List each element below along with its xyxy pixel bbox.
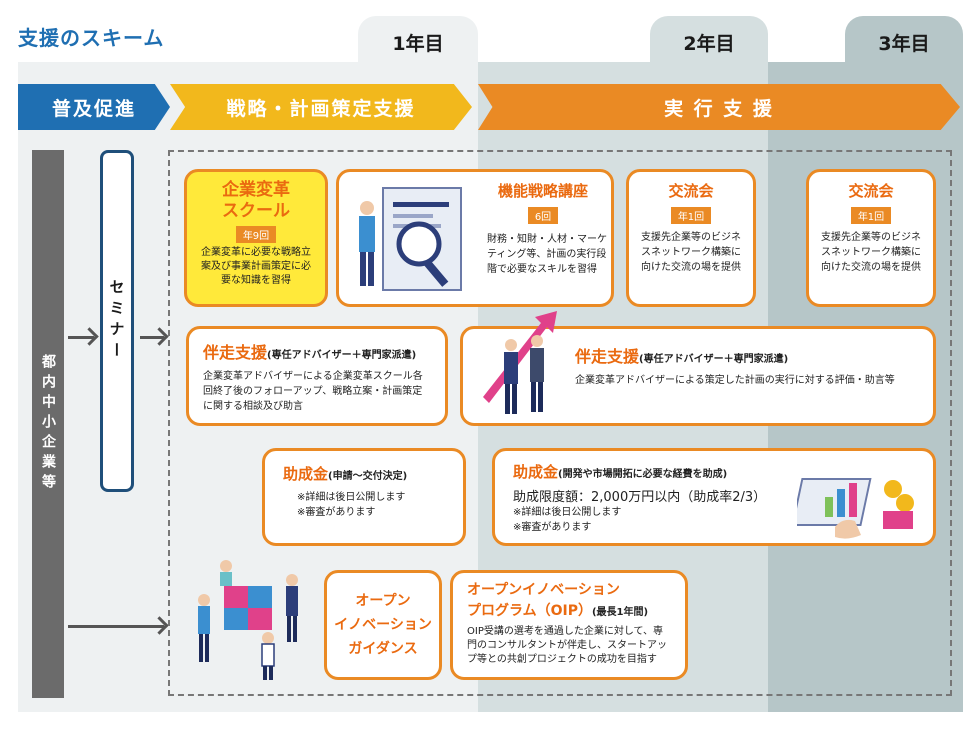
accompany-year1-sub: (専任アドバイザー＋専門家派遣) [267,350,417,361]
growth-illustration-icon [483,311,557,414]
year3-tab: 3年目 [845,16,963,64]
year2-label: 2年目 [683,32,735,55]
oip-sub: (最長1年間) [591,607,649,618]
grant-year1-sub: (申請～交付決定) [328,471,408,482]
oip-desc: OIP受講の選考を通過した企業に対して、専門のコンサルタントが伴走し、スタートア… [467,626,667,665]
oip-title-line2: プログラム（OIP） [467,603,592,619]
school-desc: 企業変革に必要な戦略立案及び事業計画策定に必要な知識を習得 [201,247,311,286]
arrow-to-seminar [68,336,94,339]
grant-year1-note1: ※詳細は後日公開します [297,492,406,503]
phase-execution: 実 行 支 援 [478,84,960,130]
course-desc: 財務・知財・人材・マーケティング等、計画の実行段階で必要なスキルを習得 [487,234,607,275]
seminar-label: セミナー [107,279,126,363]
arrow-to-open-innovation [68,625,164,628]
school-title-line1: 企業変革 [222,180,290,200]
exchange-year3-desc: 支援先企業等のビジネスネットワーク構築に向けた交流の場を提供 [821,232,921,273]
accompany-year1-box: 伴走支援(専任アドバイザー＋専門家派遣) 企業変革アドバイザーによる企業変革スク… [186,326,448,426]
arrow-to-programs [140,336,164,339]
accompany-year2-title: 伴走支援 [575,347,640,366]
year2-tab: 2年目 [650,16,768,64]
programs-dashed-area [168,150,952,696]
year3-label: 3年目 [878,32,930,55]
grant-year2-note2: ※審査があります [513,522,592,533]
page-title: 支援のスキーム [18,26,165,50]
accompany-year2-sub: (専任アドバイザー＋専門家派遣) [639,354,789,365]
accompany-year2-desc: 企業変革アドバイザーによる策定した計画の実行に対する評価・助言等 [575,375,895,386]
grant-year2-box: 助成金(開発や市場開拓に必要な経費を助成) 助成限度額：2,000万円以内（助成… [492,448,936,546]
exchange-year2-desc: 支援先企業等のビジネスネットワーク構築に向けた交流の場を提供 [641,232,741,273]
guidance-line1: オープン [355,593,411,609]
course-box: 機能戦略講座 6回 財務・知財・人材・マーケティング等、計画の実行段階で必要なス… [336,169,614,307]
year1-label: 1年目 [392,32,444,55]
funding-illustration-icon [797,478,914,539]
phase-promotion-label: 普及促進 [51,97,136,120]
exchange-year2-badge: 年1回 [670,207,712,224]
school-box: 企業変革 スクール 年9回 企業変革に必要な戦略立案及び事業計画策定に必要な知識… [184,169,328,307]
grant-year1-box: 助成金(申請～交付決定) ※詳細は後日公開します ※審査があります [262,448,466,546]
grant-year2-note1: ※詳細は後日公開します [513,507,622,518]
accompany-year1-title: 伴走支援 [203,343,268,362]
phase-strategy-label: 戦略・計画策定支援 [226,97,416,120]
exchange-year3-badge: 年1回 [850,207,892,224]
exchange-year2-box: 交流会 年1回 支援先企業等のビジネスネットワーク構築に向けた交流の場を提供 [626,169,756,307]
grant-year1-title: 助成金 [283,465,329,483]
guidance-line3: ガイダンス [348,641,418,657]
seminar-box: セミナー [100,150,134,492]
accompany-year2-box: 伴走支援(専任アドバイザー＋専門家派遣) 企業変革アドバイザーによる策定した計画… [460,311,936,426]
school-badge: 年9回 [235,226,277,243]
exchange-year2-title: 交流会 [668,182,714,200]
school-title-line2: スクール [222,201,290,221]
guidance-line2: イノベーション [334,617,432,633]
oip-title-line1: オープンイノベーション [467,582,620,598]
phase-strategy: 戦略・計画策定支援 [170,84,472,130]
puzzle-team-illustration-icon [198,560,298,680]
grant-year2-limit: 助成限度額：2,000万円以内（助成率2/3） [513,490,767,505]
grant-year1-note2: ※審査があります [297,507,376,518]
analysis-illustration-icon [359,187,462,291]
target-companies-label: 都内中小企業等 [40,354,56,494]
phase-promotion: 普及促進 [18,84,170,130]
guidance-box: オープン イノベーション ガイダンス [324,570,442,680]
year1-tab: 1年目 [358,16,478,64]
course-title: 機能戦略講座 [497,182,588,200]
phase-execution-label: 実 行 支 援 [664,97,774,120]
grant-year2-sub: (開発や市場開拓に必要な経費を助成) [558,469,728,480]
accompany-year1-desc: 企業変革アドバイザーによる企業変革スクール各回終了後のフォローアップ、戦略立案・… [203,371,423,412]
target-companies-bar: 都内中小企業等 [32,150,64,698]
oip-box: オープンイノベーション プログラム（OIP）(最長1年間) OIP受講の選考を通… [450,570,688,680]
grant-year2-title: 助成金 [513,463,559,481]
course-badge: 6回 [527,207,559,224]
exchange-year3-title: 交流会 [848,182,894,200]
exchange-year3-box: 交流会 年1回 支援先企業等のビジネスネットワーク構築に向けた交流の場を提供 [806,169,936,307]
